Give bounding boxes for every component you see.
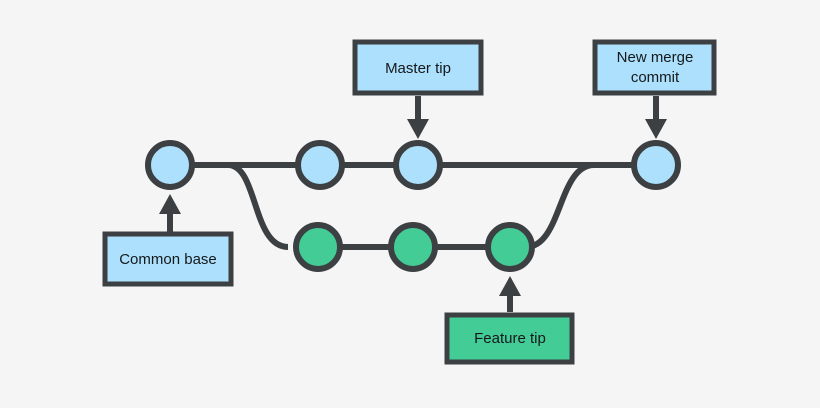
arrow-up-common-base bbox=[159, 194, 181, 232]
label-feature-tip-box bbox=[444, 312, 575, 365]
label-feature-tip-text: Feature tip bbox=[474, 330, 546, 347]
callout-arrows bbox=[159, 96, 667, 312]
label-feature-tip[interactable]: Feature tip bbox=[444, 312, 575, 365]
edge-merge-curve bbox=[525, 162, 595, 250]
label-master-tip-text: Master tip bbox=[385, 60, 451, 77]
node-master-tip[interactable] bbox=[393, 140, 443, 190]
arrow-down-merge-commit bbox=[645, 96, 667, 139]
label-master-tip-box bbox=[352, 39, 484, 96]
label-boxes: Common base Master tip New merge commit … bbox=[102, 39, 717, 365]
node-feature-c2[interactable] bbox=[388, 222, 438, 272]
label-master-tip[interactable]: Master tip bbox=[352, 39, 484, 96]
label-new-merge-commit-line2: commit bbox=[631, 69, 680, 86]
label-common-base-text: Common base bbox=[119, 251, 217, 268]
node-merge-commit[interactable] bbox=[631, 140, 681, 190]
node-feature-tip[interactable] bbox=[485, 222, 535, 272]
node-common-base[interactable] bbox=[145, 140, 195, 190]
arrow-up-feature-tip bbox=[499, 276, 521, 312]
label-new-merge-commit[interactable]: New merge commit bbox=[592, 39, 717, 96]
node-feature-c1[interactable] bbox=[293, 222, 343, 272]
edge-branch-off bbox=[227, 162, 289, 250]
label-new-merge-commit-line1: New merge bbox=[617, 49, 694, 66]
label-common-base-box bbox=[102, 231, 234, 287]
label-common-base[interactable]: Common base bbox=[102, 231, 234, 287]
label-new-merge-commit-box bbox=[592, 39, 717, 96]
node-master-c1[interactable] bbox=[295, 140, 345, 190]
arrow-down-master-tip bbox=[407, 96, 429, 139]
commit-nodes bbox=[145, 140, 681, 272]
